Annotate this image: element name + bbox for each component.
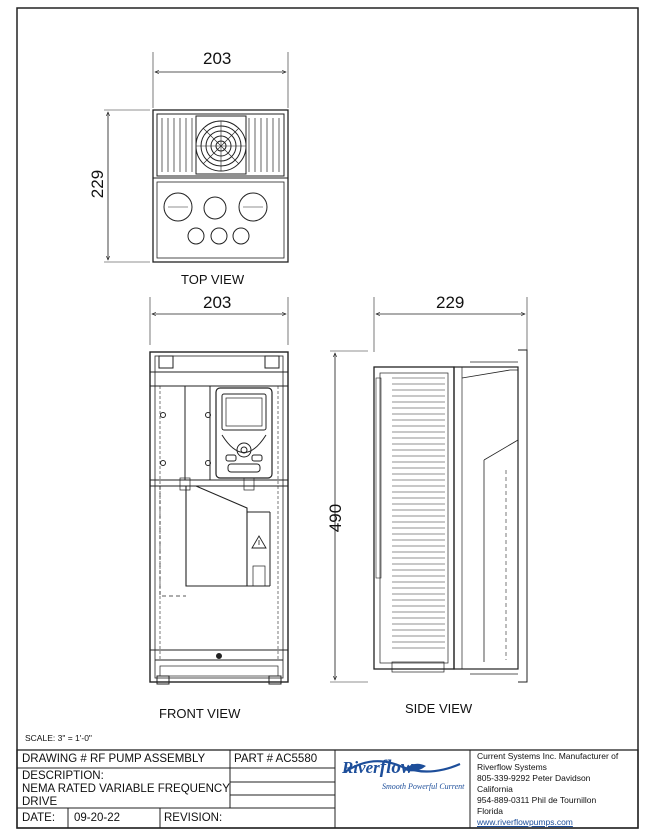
date-label: DATE: xyxy=(22,812,56,824)
revision-label: REVISION: xyxy=(164,812,223,824)
side-view-drawing xyxy=(330,297,528,683)
contact-line-6: Florida xyxy=(477,806,503,816)
scale-note: SCALE: 3" = 1'-0" xyxy=(25,733,92,743)
title-block-lines xyxy=(16,749,639,829)
part-number: PART # AC5580 xyxy=(234,753,318,765)
side-view-label: SIDE VIEW xyxy=(405,701,473,716)
top-width-dimension: 203 xyxy=(203,49,232,68)
contact-line-1: Current Systems Inc. Manufacturer of xyxy=(477,751,619,761)
logo-wave-icon xyxy=(344,760,461,773)
side-height-dimension: 490 xyxy=(326,503,346,533)
front-view-drawing xyxy=(149,297,289,685)
contact-line-4: California xyxy=(477,784,513,794)
website-link[interactable]: www.riverflowpumps.com xyxy=(477,817,573,827)
logo-brand-river: River xyxy=(342,758,380,777)
drawing-number: DRAWING # RF PUMP ASSEMBLY xyxy=(22,753,206,765)
contact-line-5: 954-889-0311 Phil de Tournillon xyxy=(477,795,597,805)
logo-brand: Riverflow xyxy=(342,757,414,779)
logo-tagline: Smooth Powerful Current xyxy=(382,782,465,791)
date-value: 09-20-22 xyxy=(74,812,121,824)
top-view-drawing xyxy=(104,52,289,263)
contact-line-2: Riverflow Systems xyxy=(477,762,547,772)
description-line-1: NEMA RATED VARIABLE FREQUENCY xyxy=(22,783,230,795)
description-label: DESCRIPTION: xyxy=(22,770,104,782)
top-height-dimension: 229 xyxy=(88,169,108,199)
contact-line-3: 805-339-9292 Peter Davidson xyxy=(477,773,591,783)
front-width-dimension: 203 xyxy=(203,293,232,312)
side-width-dimension: 229 xyxy=(436,293,465,312)
top-view-label: TOP VIEW xyxy=(181,272,245,287)
logo-brand-flow: flow xyxy=(379,757,414,778)
logo-fish-icon xyxy=(404,763,426,772)
sheet-border xyxy=(16,7,639,829)
description-line-2: DRIVE xyxy=(22,796,58,808)
front-view-label: FRONT VIEW xyxy=(159,706,241,721)
